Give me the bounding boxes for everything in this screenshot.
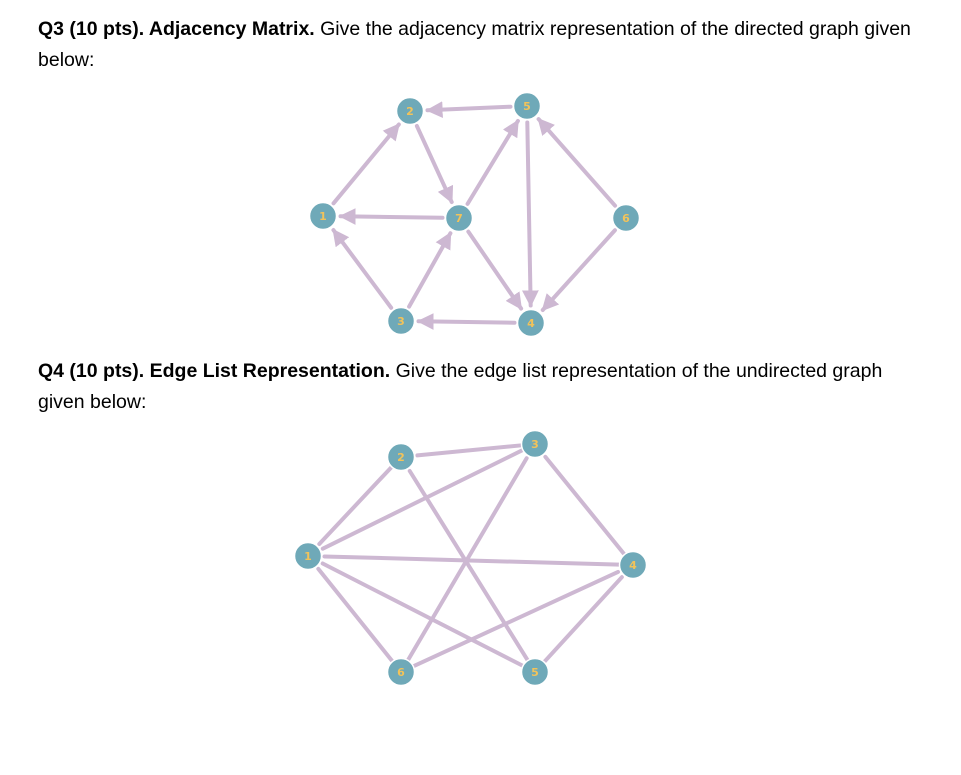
undirected-graph-node-5: 5 bbox=[520, 657, 550, 687]
directed-graph-node-label: 6 bbox=[622, 212, 630, 225]
directed-graph-edge-3-1 bbox=[331, 228, 394, 310]
directed-graph-edge-5-2 bbox=[425, 101, 513, 118]
undirected-graph-node-2: 2 bbox=[386, 442, 416, 472]
undirected-graph-node-6: 6 bbox=[386, 657, 416, 687]
undirected-graph-edge-1-3 bbox=[320, 447, 525, 551]
directed-graph-edge-6-4 bbox=[540, 228, 617, 313]
undirected-graph-node-label: 4 bbox=[629, 559, 637, 572]
directed-graph-edge-7-1 bbox=[338, 208, 445, 225]
directed-graph-node-6: 6 bbox=[611, 203, 641, 233]
undirected-graph-node-circle bbox=[386, 657, 416, 687]
question-3: Q3 (10 pts). Adjacency Matrix. Give the … bbox=[38, 14, 928, 76]
directed-graph-node-circle bbox=[611, 203, 641, 233]
directed-graph-node-5: 5 bbox=[512, 91, 542, 121]
directed-graph-node-circle bbox=[444, 203, 474, 233]
question-4-heading: Q4 (10 pts). Edge List Representation. bbox=[38, 360, 391, 382]
undirected-graph-edge-2-3 bbox=[415, 443, 524, 458]
directed-graph-node-circle bbox=[516, 308, 546, 338]
directed-graph-edge-3-7 bbox=[407, 231, 453, 309]
directed-graph-node-7: 7 bbox=[444, 203, 474, 233]
directed-graph-edge-2-7 bbox=[414, 124, 454, 205]
undirected-graph-node-label: 1 bbox=[304, 550, 312, 563]
undirected-graph-node-circle bbox=[386, 442, 416, 472]
question-3-heading: Q3 (10 pts). Adjacency Matrix. bbox=[38, 18, 315, 40]
undirected-graph-edge-3-4 bbox=[543, 454, 627, 557]
question-3-text: Give the adjacency matrix representation… bbox=[38, 18, 911, 71]
directed-graph-node-circle bbox=[512, 91, 542, 121]
undirected-graph-node-label: 6 bbox=[397, 666, 405, 679]
undirected-graph-node-label: 2 bbox=[397, 451, 405, 464]
directed-graph-node-label: 4 bbox=[527, 317, 535, 330]
undirected-graph-edge-1-4 bbox=[322, 554, 622, 567]
undirected-graph-edge-2-5 bbox=[407, 469, 530, 663]
undirected-graph-edge-4-5 bbox=[542, 575, 624, 665]
undirected-graph-node-circle bbox=[520, 657, 550, 687]
directed-graph-node-label: 1 bbox=[319, 210, 327, 223]
directed-graph-node-circle bbox=[395, 96, 425, 126]
directed-graph-edge-6-5 bbox=[536, 117, 618, 208]
undirected-graph-edge-4-6 bbox=[411, 569, 621, 669]
question-4-text: Give the edge list representation of the… bbox=[38, 360, 883, 413]
directed-graph-edge-4-3 bbox=[416, 313, 517, 330]
directed-graph-node-label: 7 bbox=[455, 212, 463, 225]
undirected-graph-node-circle bbox=[618, 550, 648, 580]
undirected-graph-node-circle bbox=[520, 429, 550, 459]
undirected-graph-node-3: 3 bbox=[520, 429, 550, 459]
directed-graph-node-circle bbox=[386, 306, 416, 336]
directed-graph-node-label: 5 bbox=[523, 100, 531, 113]
undirected-graph-node-label: 3 bbox=[531, 438, 539, 451]
undirected-graph-edge-3-6 bbox=[405, 456, 529, 663]
directed-graph-node-circle bbox=[308, 201, 338, 231]
directed-graph-node-label: 2 bbox=[406, 105, 414, 118]
directed-graph-node-2: 2 bbox=[395, 96, 425, 126]
directed-graph-node-3: 3 bbox=[386, 306, 416, 336]
directed-graph-edge-5-4 bbox=[522, 120, 539, 308]
question-4: Q4 (10 pts). Edge List Representation. G… bbox=[38, 356, 928, 418]
directed-graph-node-label: 3 bbox=[397, 315, 405, 328]
undirected-graph-edge-1-6 bbox=[316, 566, 395, 664]
directed-graph-edge-7-5 bbox=[465, 118, 520, 206]
undirected-graph-node-circle bbox=[293, 541, 323, 571]
directed-graph-node-4: 4 bbox=[516, 308, 546, 338]
directed-graph-edge-1-2 bbox=[331, 122, 401, 206]
undirected-graph-node-label: 5 bbox=[531, 666, 539, 679]
directed-graph-edge-7-4 bbox=[466, 229, 524, 311]
directed-graph-node-1: 1 bbox=[308, 201, 338, 231]
undirected-graph-edge-1-2 bbox=[317, 464, 394, 546]
undirected-graph-node-1: 1 bbox=[293, 541, 323, 571]
undirected-graph-edge-1-5 bbox=[320, 561, 525, 668]
undirected-graph-node-4: 4 bbox=[618, 550, 648, 580]
